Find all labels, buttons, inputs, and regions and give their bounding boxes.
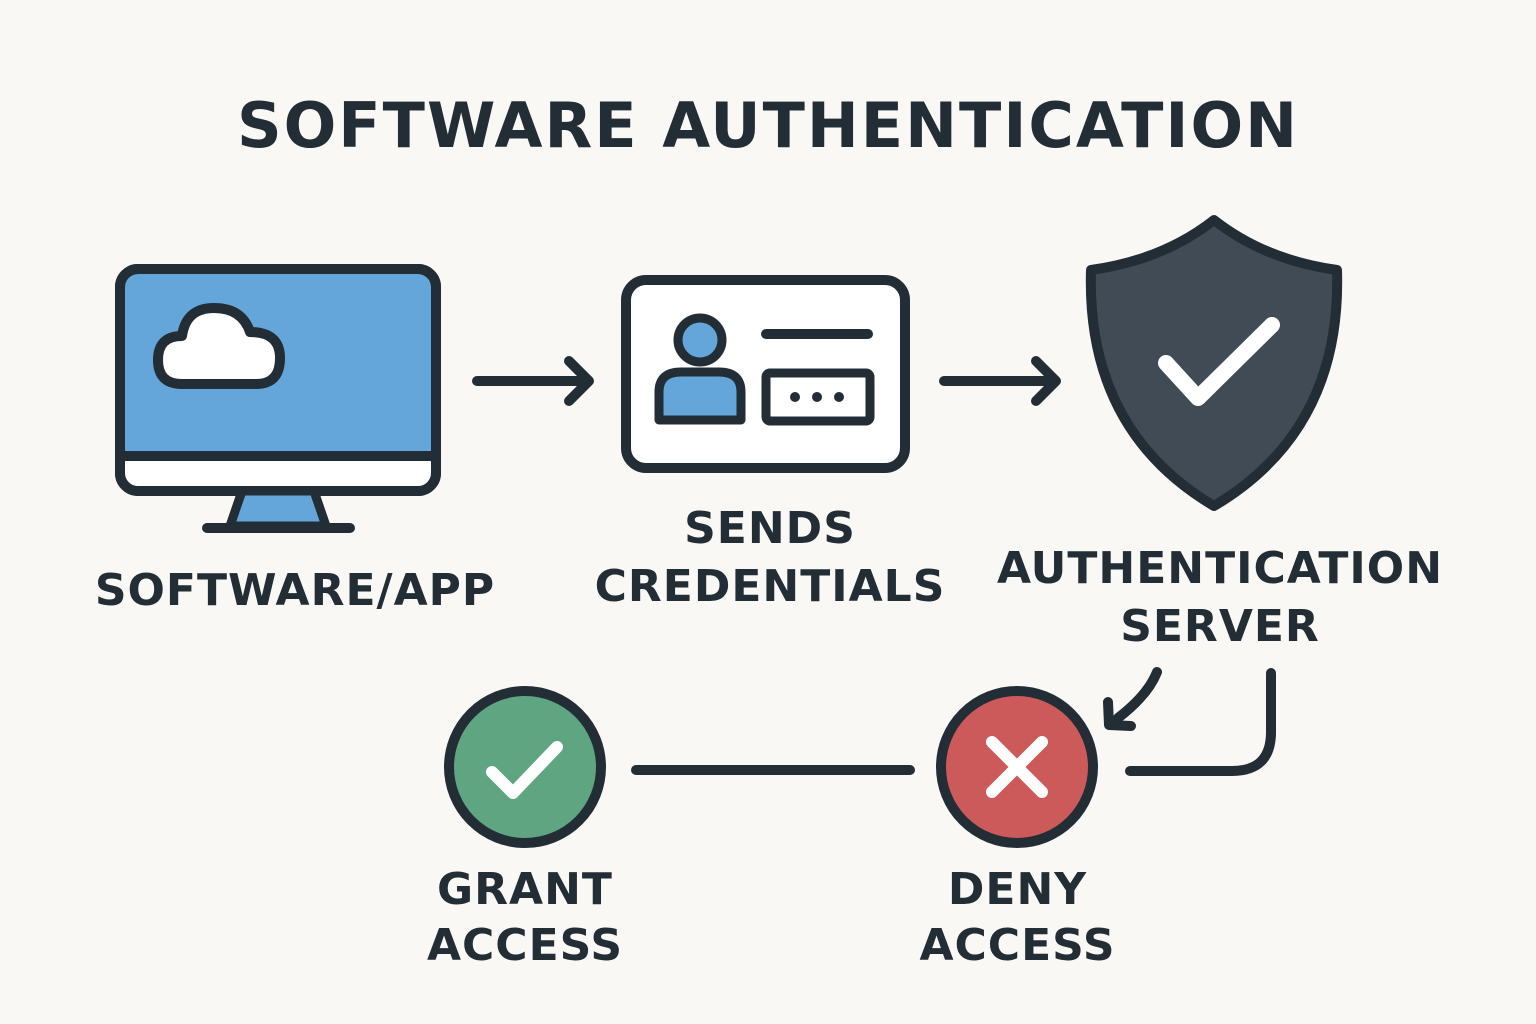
label-sends-credentials: SENDS CREDENTIALS	[560, 500, 980, 616]
server-to-deny-connector	[1125, 668, 1276, 776]
arrow-app-to-credentials	[472, 356, 594, 406]
label-authentication-server: AUTHENTICATION SERVER	[980, 540, 1460, 656]
label-software-app: SOFTWARE/APP	[80, 562, 510, 620]
label-deny-access-line1: DENY	[947, 864, 1088, 915]
check-circle-icon	[444, 686, 606, 848]
monitor-cloud-icon	[115, 264, 441, 533]
label-authentication-server-line2: SERVER	[1120, 601, 1320, 652]
arrow-credentials-to-server	[939, 356, 1061, 406]
diagram-title: SOFTWARE AUTHENTICATION	[236, 89, 1300, 162]
label-grant-access-line2: ACCESS	[426, 920, 624, 971]
x-circle-icon	[936, 686, 1098, 848]
label-deny-access: DENY ACCESS	[830, 862, 1205, 974]
id-card-icon	[621, 275, 910, 473]
label-deny-access-line2: ACCESS	[919, 920, 1116, 971]
label-grant-access: GRANT ACCESS	[340, 862, 710, 974]
label-sends-credentials-line2: CREDENTIALS	[594, 561, 946, 612]
arrow-server-to-deny	[1103, 667, 1162, 731]
shield-check-icon	[1085, 215, 1343, 511]
label-grant-access-line1: GRANT	[437, 864, 613, 915]
label-authentication-server-line1: AUTHENTICATION	[996, 543, 1444, 594]
cloud-icon	[153, 303, 285, 389]
label-sends-credentials-line1: SENDS	[684, 503, 856, 554]
label-software-app-text: SOFTWARE/APP	[94, 565, 496, 616]
